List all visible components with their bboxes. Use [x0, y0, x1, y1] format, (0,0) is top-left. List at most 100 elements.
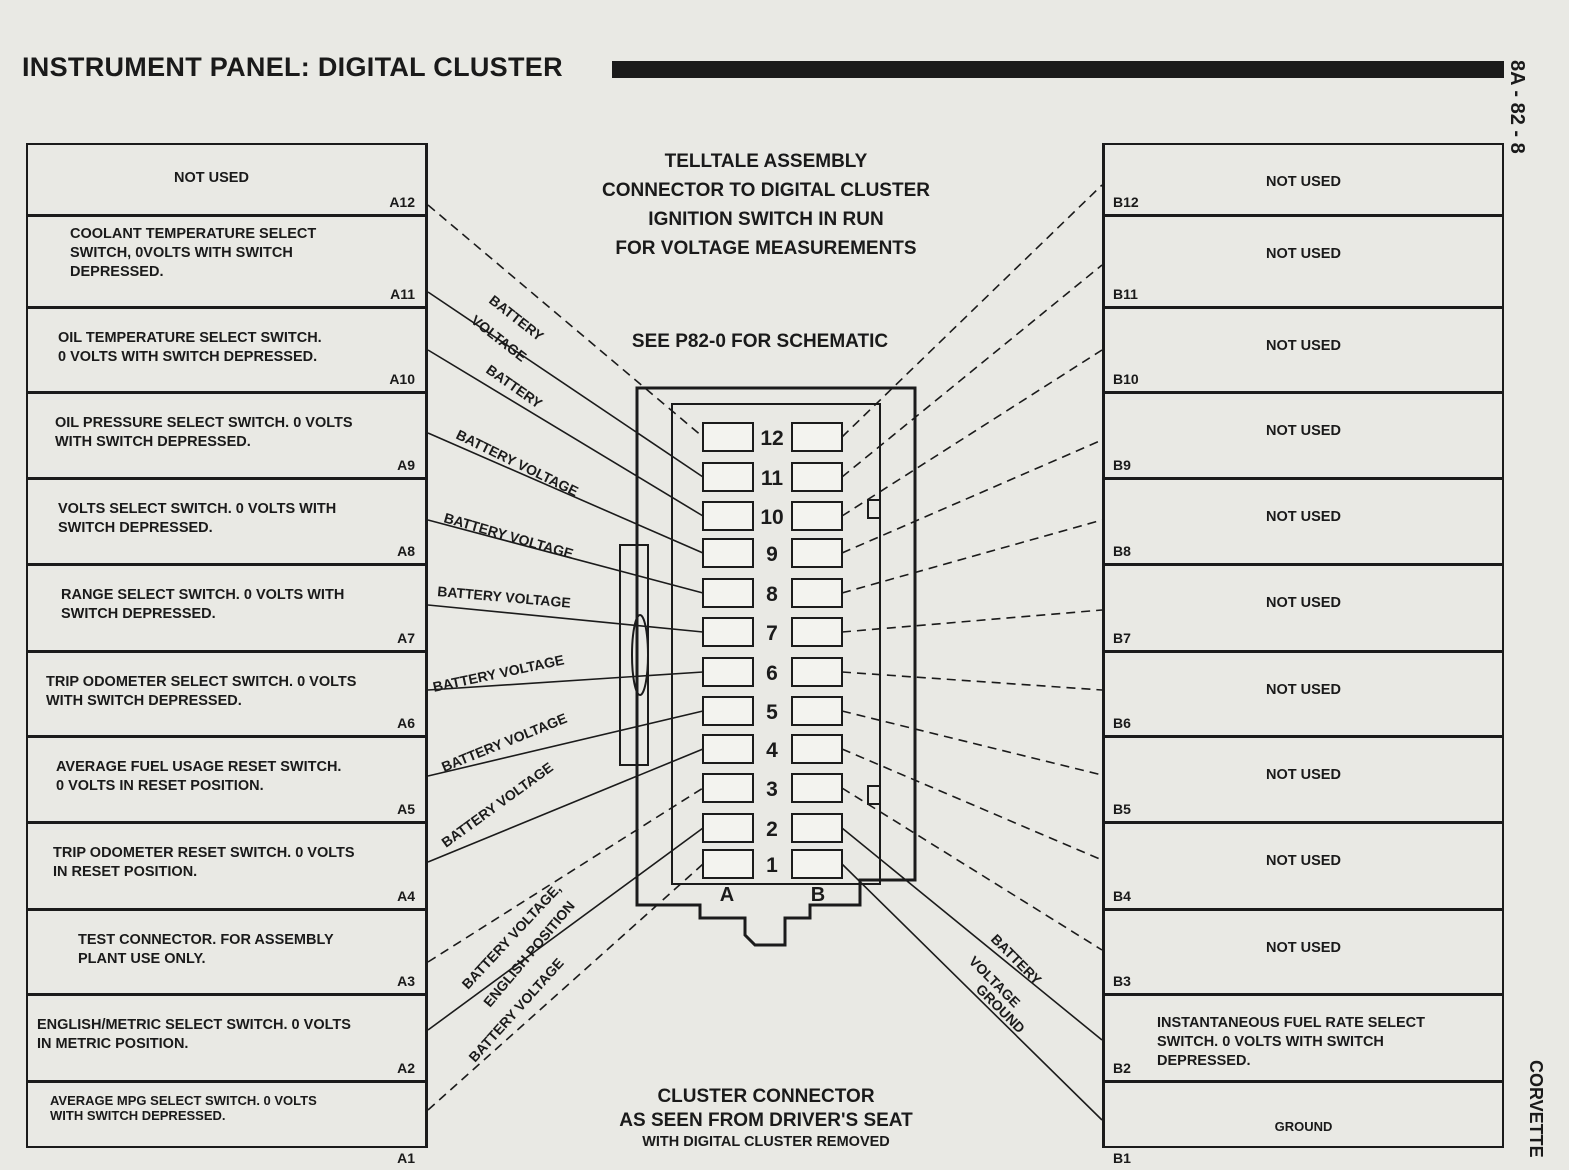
pin-description: NOT USED: [1266, 940, 1341, 956]
pin-id: A5: [397, 801, 415, 817]
leader-line-a: [427, 604, 704, 633]
leader-line-b: [841, 439, 1103, 554]
wire-label-battery: BATTERY: [483, 361, 546, 412]
row-a-label: A: [720, 884, 734, 906]
pin-row-a2: ENGLISH/METRIC SELECT SWITCH. 0 VOLTS IN…: [28, 996, 425, 1083]
pin-cavity-b: [791, 657, 843, 687]
page-title: INSTRUMENT PANEL: DIGITAL CLUSTER: [22, 52, 563, 82]
pin-cavity-a: [702, 813, 754, 843]
pin-id: B10: [1113, 371, 1139, 387]
pin-id: A6: [397, 715, 415, 731]
pin-row-a1: AVERAGE MPG SELECT SWITCH. 0 VOLTS WITH …: [28, 1083, 425, 1170]
title-rule: [612, 61, 1504, 78]
top-caption-line: TELLTALE ASSEMBLY: [664, 151, 868, 172]
pin-row-a3: TEST CONNECTOR. FOR ASSEMBLY PLANT USE O…: [28, 911, 425, 996]
pin-number-label: 4: [766, 739, 778, 762]
pin-cavity-b: [791, 696, 843, 726]
pin-row-b3: NOT USED B3: [1105, 911, 1502, 996]
pin-id: B3: [1113, 973, 1131, 989]
pin-cavity-a: [702, 578, 754, 608]
pin-row-b2: INSTANTANEOUS FUEL RATE SELECT SWITCH. 0…: [1105, 996, 1502, 1083]
wire-label-battery-voltage: BATTERY VOLTAGE: [431, 651, 565, 694]
pin-number-label: 11: [761, 467, 784, 490]
leader-line-b: [841, 787, 1103, 951]
leader-line-a: [427, 519, 704, 594]
pin-description: GROUND: [1274, 1119, 1333, 1134]
wire-label-battery-voltage: BATTERY VOLTAGE: [438, 759, 556, 851]
pin-description: NOT USED: [174, 170, 249, 186]
pin-row-b6: NOT USED B6: [1105, 653, 1502, 738]
pin-number-label: 12: [760, 427, 783, 450]
pin-cavity-b: [791, 734, 843, 764]
pin-number-label: 10: [760, 506, 783, 529]
pin-id: A8: [397, 543, 415, 559]
connector-housing: [635, 386, 917, 947]
pin-number-label: 2: [766, 818, 778, 841]
pin-cavity-a: [702, 734, 754, 764]
top-caption-line: IGNITION SWITCH IN RUN: [648, 209, 884, 230]
leader-line-a: [427, 432, 704, 554]
pin-id: B6: [1113, 715, 1131, 731]
leader-line-a: [427, 204, 704, 438]
leader-line-b: [841, 519, 1103, 594]
leader-line-a: [427, 748, 704, 863]
pin-cavity-b: [791, 773, 843, 803]
pin-id: B2: [1113, 1060, 1131, 1076]
connector-side-tab: [867, 499, 881, 519]
leader-line-b: [841, 264, 1103, 478]
pin-id: A3: [397, 973, 415, 989]
pin-cavity-b: [791, 849, 843, 879]
pin-description: NOT USED: [1266, 767, 1341, 783]
pin-number-label: 6: [766, 662, 778, 685]
pin-cavity-b: [791, 578, 843, 608]
bottom-caption: CLUSTER CONNECTOR AS SEEN FROM DRIVER'S …: [430, 1085, 1102, 1151]
pin-cavity-a: [702, 501, 754, 531]
pin-row-a6: TRIP ODOMETER SELECT SWITCH. 0 VOLTS WIT…: [28, 653, 425, 738]
pin-id: A7: [397, 630, 415, 646]
pin-description: TRIP ODOMETER SELECT SWITCH. 0 VOLTS WIT…: [46, 674, 357, 709]
pin-cavity-a: [702, 462, 754, 492]
pin-id: B9: [1113, 457, 1131, 473]
pin-description: RANGE SELECT SWITCH. 0 VOLTS WITH SWITCH…: [61, 587, 345, 622]
pin-description: COOLANT TEMPERATURE SELECT SWITCH, 0VOLT…: [70, 226, 317, 280]
leader-line-a: [427, 710, 704, 777]
pin-id: A11: [390, 286, 415, 302]
pin-description: NOT USED: [1266, 246, 1341, 262]
pin-cavity-a: [702, 657, 754, 687]
pin-row-a4: TRIP ODOMETER RESET SWITCH. 0 VOLTS IN R…: [28, 824, 425, 911]
leader-line-b: [841, 184, 1103, 438]
pin-description: INSTANTANEOUS FUEL RATE SELECT SWITCH. 0…: [1157, 1015, 1425, 1069]
pin-description: NOT USED: [1266, 509, 1341, 525]
pin-id: B5: [1113, 801, 1131, 817]
pin-description: NOT USED: [1266, 682, 1341, 698]
leader-line-b: [841, 748, 1103, 861]
pin-row-a7: RANGE SELECT SWITCH. 0 VOLTS WITH SWITCH…: [28, 566, 425, 653]
wire-label-battery-voltage: BATTERY VOLTAGE: [437, 583, 572, 611]
schematic-reference: SEE P82-0 FOR SCHEMATIC: [631, 331, 889, 352]
pin-id: B8: [1113, 543, 1131, 559]
leader-line-a: [427, 827, 704, 1031]
pin-cavity-b: [791, 501, 843, 531]
pin-number-label: 1: [766, 854, 778, 877]
leader-line-a: [427, 863, 704, 1111]
leader-line-a: [427, 291, 704, 478]
pin-description: TEST CONNECTOR. FOR ASSEMBLY PLANT USE O…: [78, 932, 334, 967]
pin-cavity-a: [702, 696, 754, 726]
pin-cavity-a: [702, 849, 754, 879]
pin-cavity-a: [702, 538, 754, 568]
pin-description: ENGLISH/METRIC SELECT SWITCH. 0 VOLTS IN…: [37, 1017, 351, 1052]
pin-row-a8: VOLTS SELECT SWITCH. 0 VOLTS WITH SWITCH…: [28, 480, 425, 566]
pin-id: A10: [389, 371, 415, 387]
pin-description: OIL TEMPERATURE SELECT SWITCH. 0 VOLTS W…: [58, 330, 322, 365]
pin-cavity-b: [791, 538, 843, 568]
leader-line-b: [841, 349, 1103, 517]
bottom-caption-line: WITH DIGITAL CLUSTER REMOVED: [642, 1134, 890, 1150]
